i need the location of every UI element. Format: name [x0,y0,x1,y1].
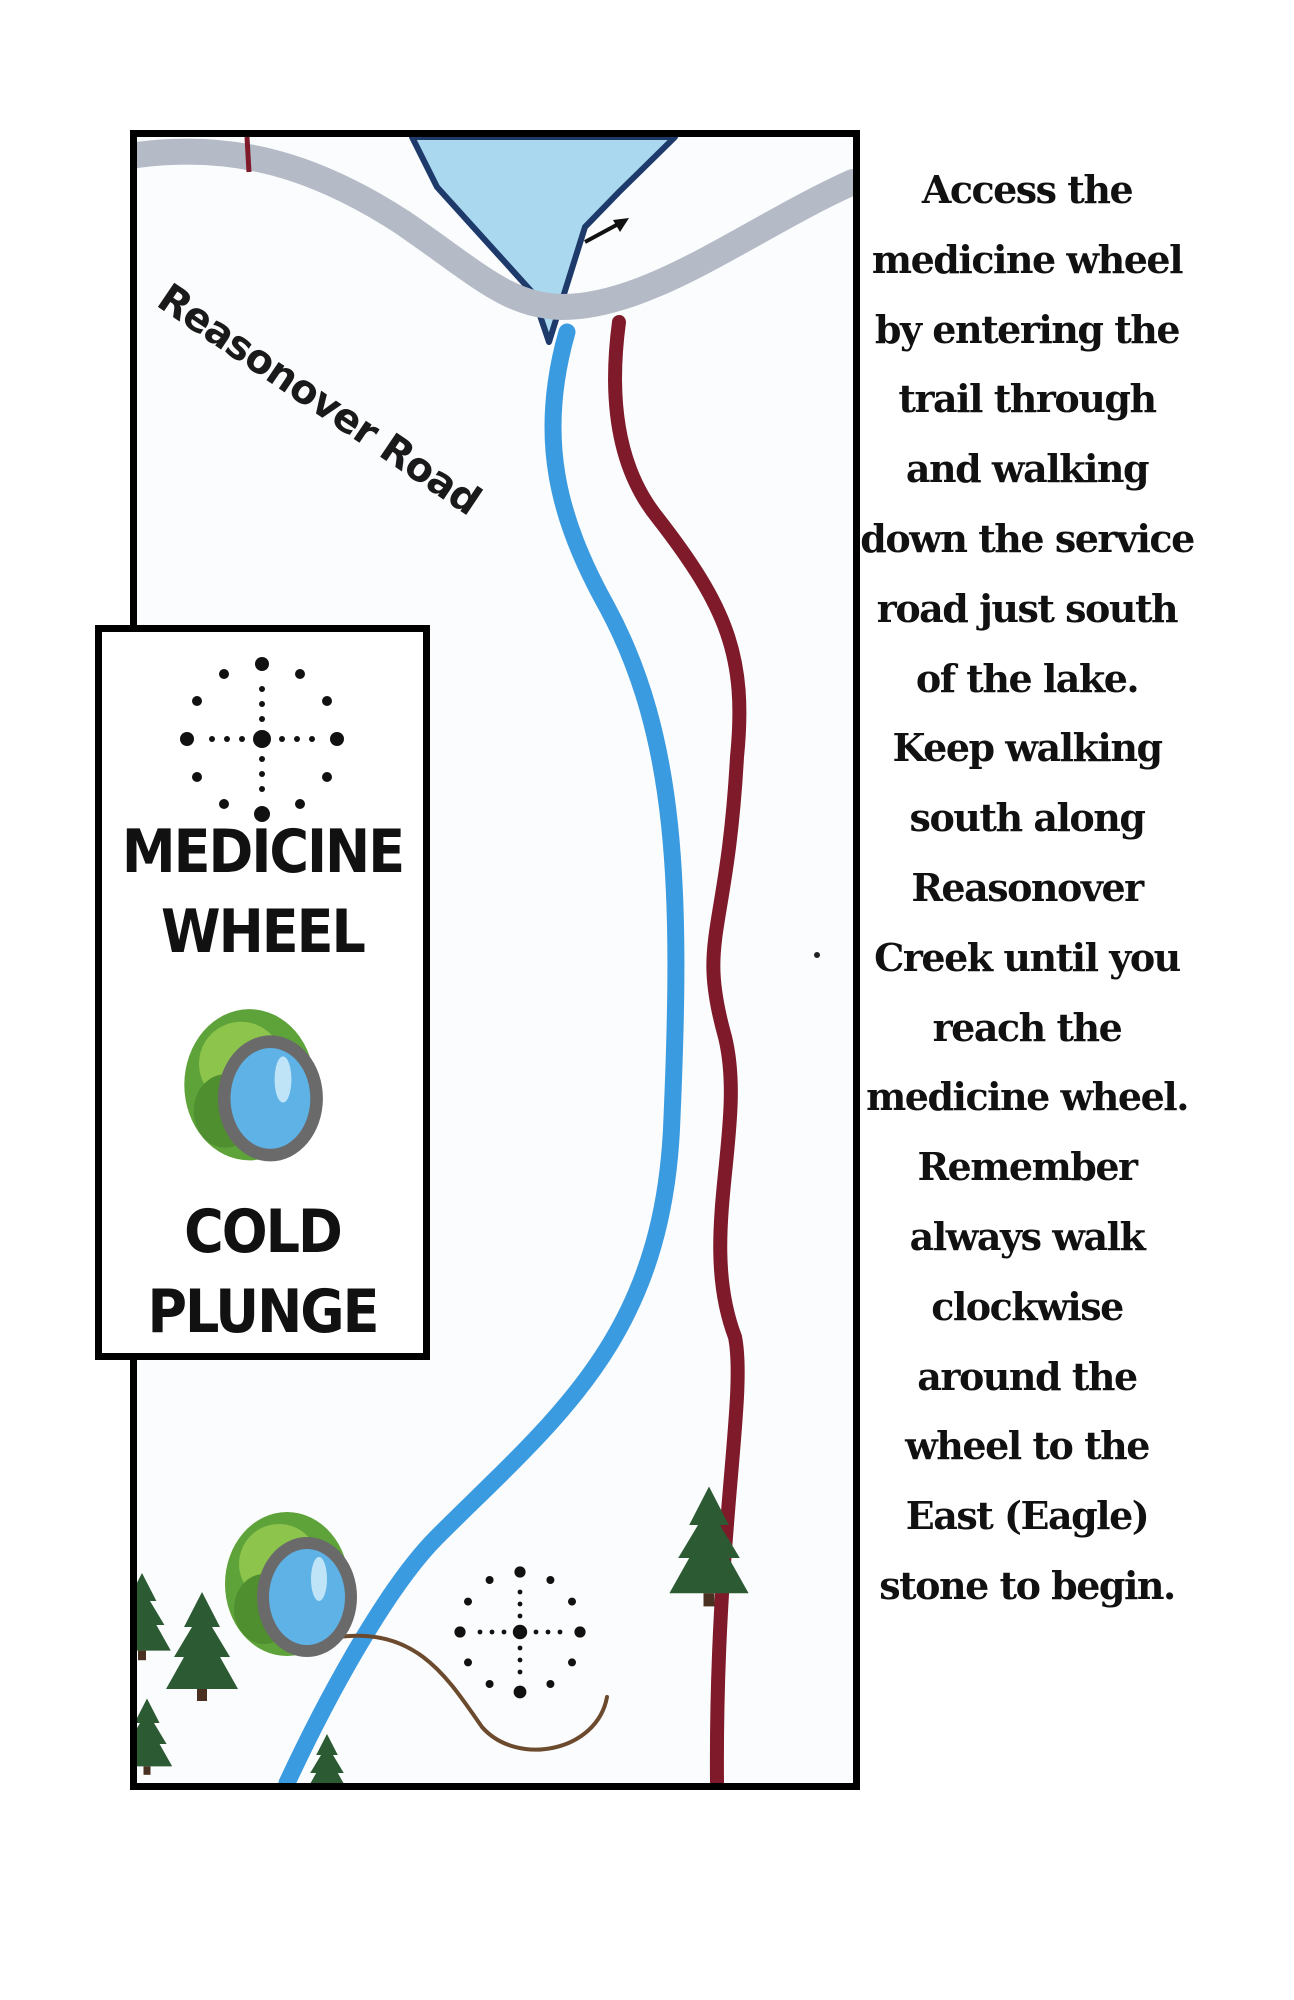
legend-cold-plunge-label: COLD PLUNGE [147,1197,380,1347]
reasonover-creek [278,323,685,1783]
service-road-trail [608,315,747,1783]
medicine-wheel-icon [180,657,344,822]
pine-tree-icon [166,1592,238,1701]
reasonover-road [137,138,853,321]
trail-map [137,137,853,1783]
directions-text: Access the medicine wheel by entering th… [860,167,1195,1608]
legend-medicine-wheel-label: MEDICINE WHEEL [121,817,405,967]
cold-plunge-icon [225,1512,357,1657]
cold-plunge-icon [184,1009,323,1162]
pine-tree-icon [137,1573,171,1661]
map-legend: MEDICINE WHEEL COLD PLUNGE [95,625,430,1360]
pine-tree-icon [137,1698,173,1775]
pine-tree-icon [669,1486,749,1607]
lake [409,137,678,345]
direction-arrow-icon [584,218,629,244]
medicine-wheel-icon [454,1566,586,1699]
path-to-plunge [335,1633,609,1752]
